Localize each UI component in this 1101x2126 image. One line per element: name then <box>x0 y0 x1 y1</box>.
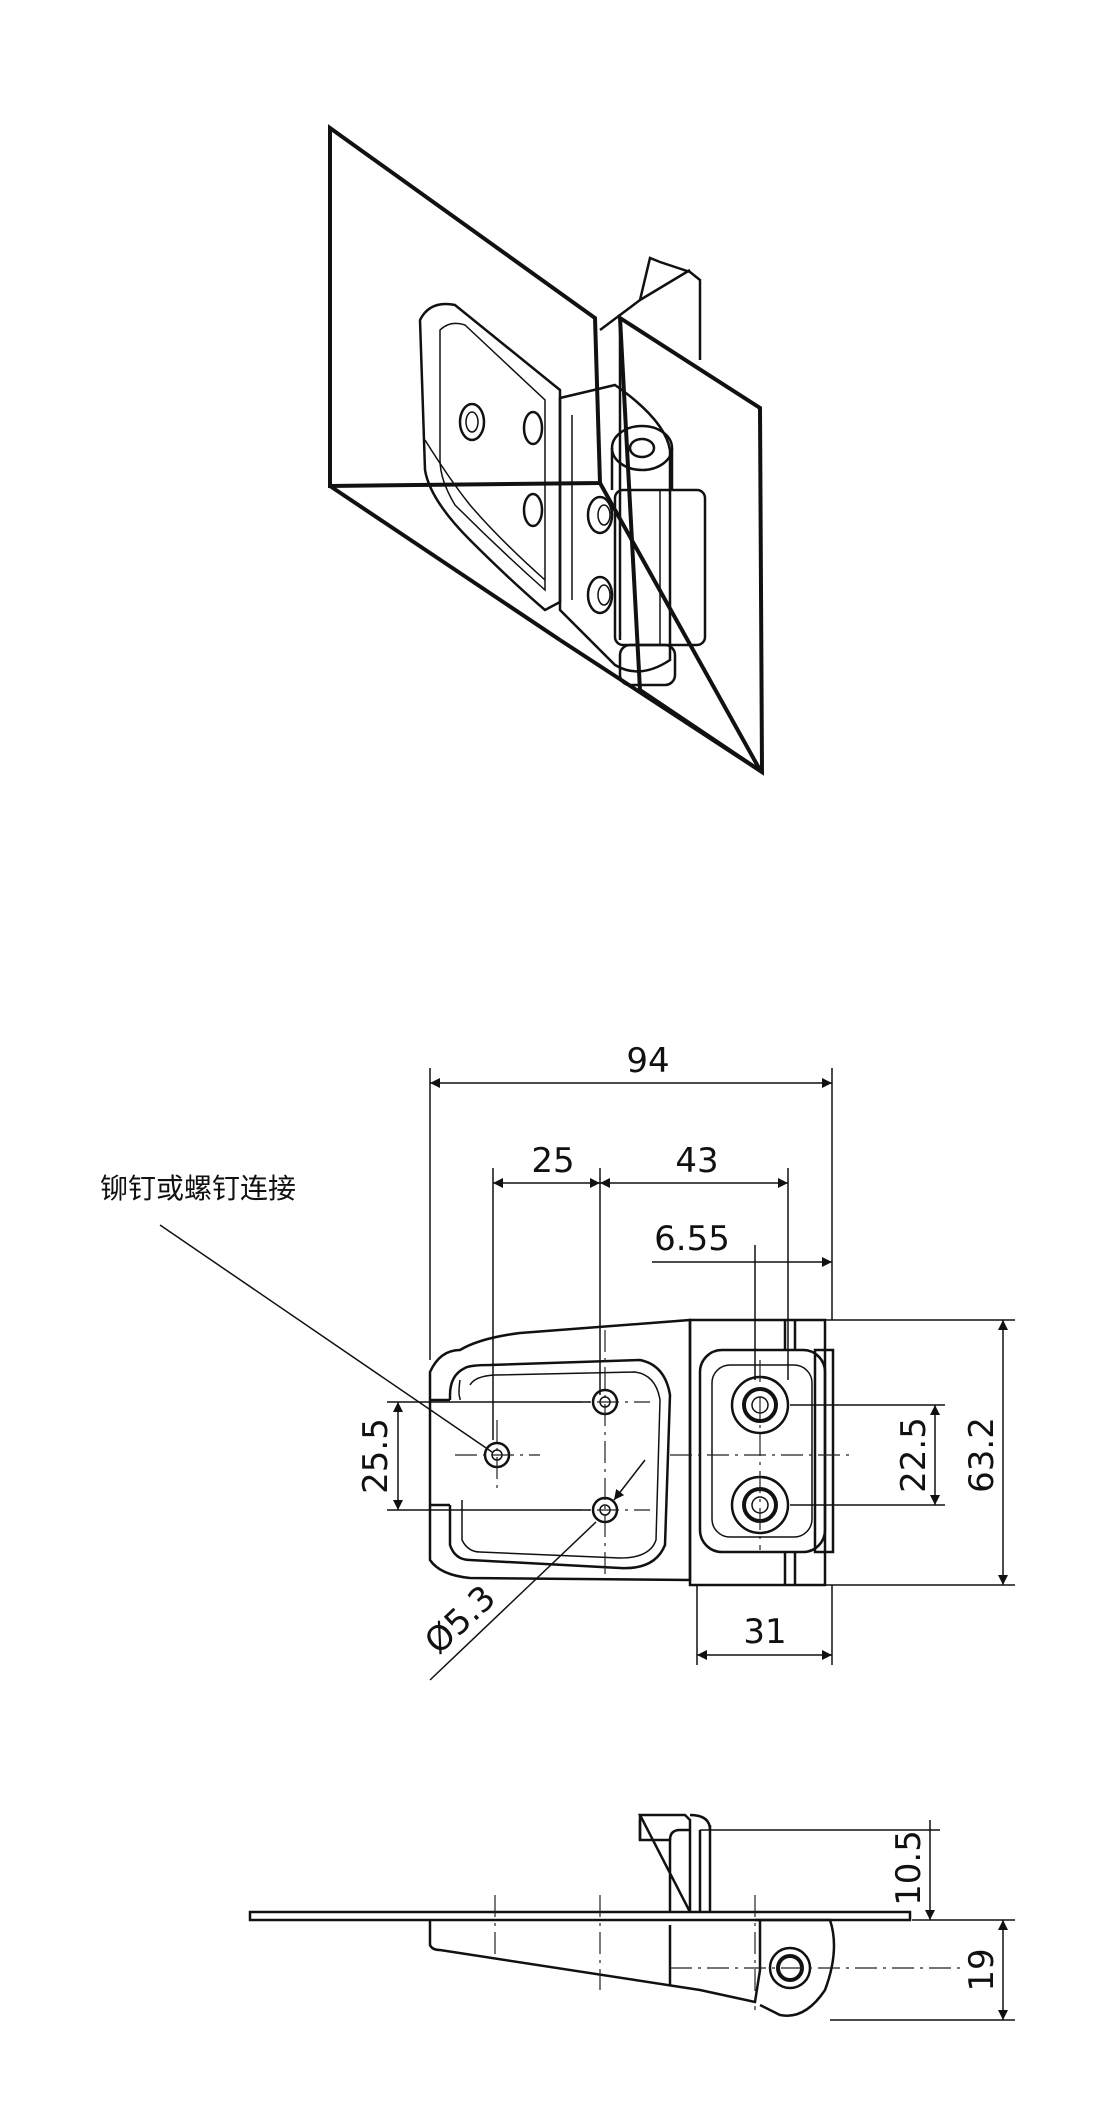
dim-pin-offset: 6.55 <box>654 1219 730 1259</box>
side-view: 10.5 19 <box>248 1813 1015 2021</box>
dim-side-rise: 10.5 <box>889 1830 929 1906</box>
dim-hole-diameter: Ø5.3 <box>417 1578 503 1662</box>
dim-side-depth: 19 <box>962 1948 1002 1991</box>
dim-hole-to-pin: 43 <box>675 1141 718 1181</box>
fastening-note: 铆钉或螺钉连接 <box>100 1172 296 1205</box>
front-leaf-outer <box>428 1318 692 1582</box>
dim-knuckle-width: 31 <box>743 1612 786 1652</box>
front-knuckle <box>688 1318 827 1587</box>
dim-hole-spacing-v-right: 22.5 <box>894 1417 934 1493</box>
side-plate <box>248 1910 912 1922</box>
iso-leaf <box>418 302 562 612</box>
dim-hole-spacing-h: 25 <box>531 1141 574 1181</box>
iso-knuckle-leaf <box>558 383 672 673</box>
dim-overall-width: 94 <box>626 1041 669 1081</box>
dim-overall-height: 63.2 <box>962 1417 1002 1493</box>
front-view: 94 25 43 6.55 25.5 22.5 63.2 Ø5.3 <box>100 1041 1015 1681</box>
dim-hole-spacing-v-left: 25.5 <box>356 1418 396 1494</box>
isometric-view <box>328 124 765 776</box>
iso-plate-right <box>617 314 765 776</box>
